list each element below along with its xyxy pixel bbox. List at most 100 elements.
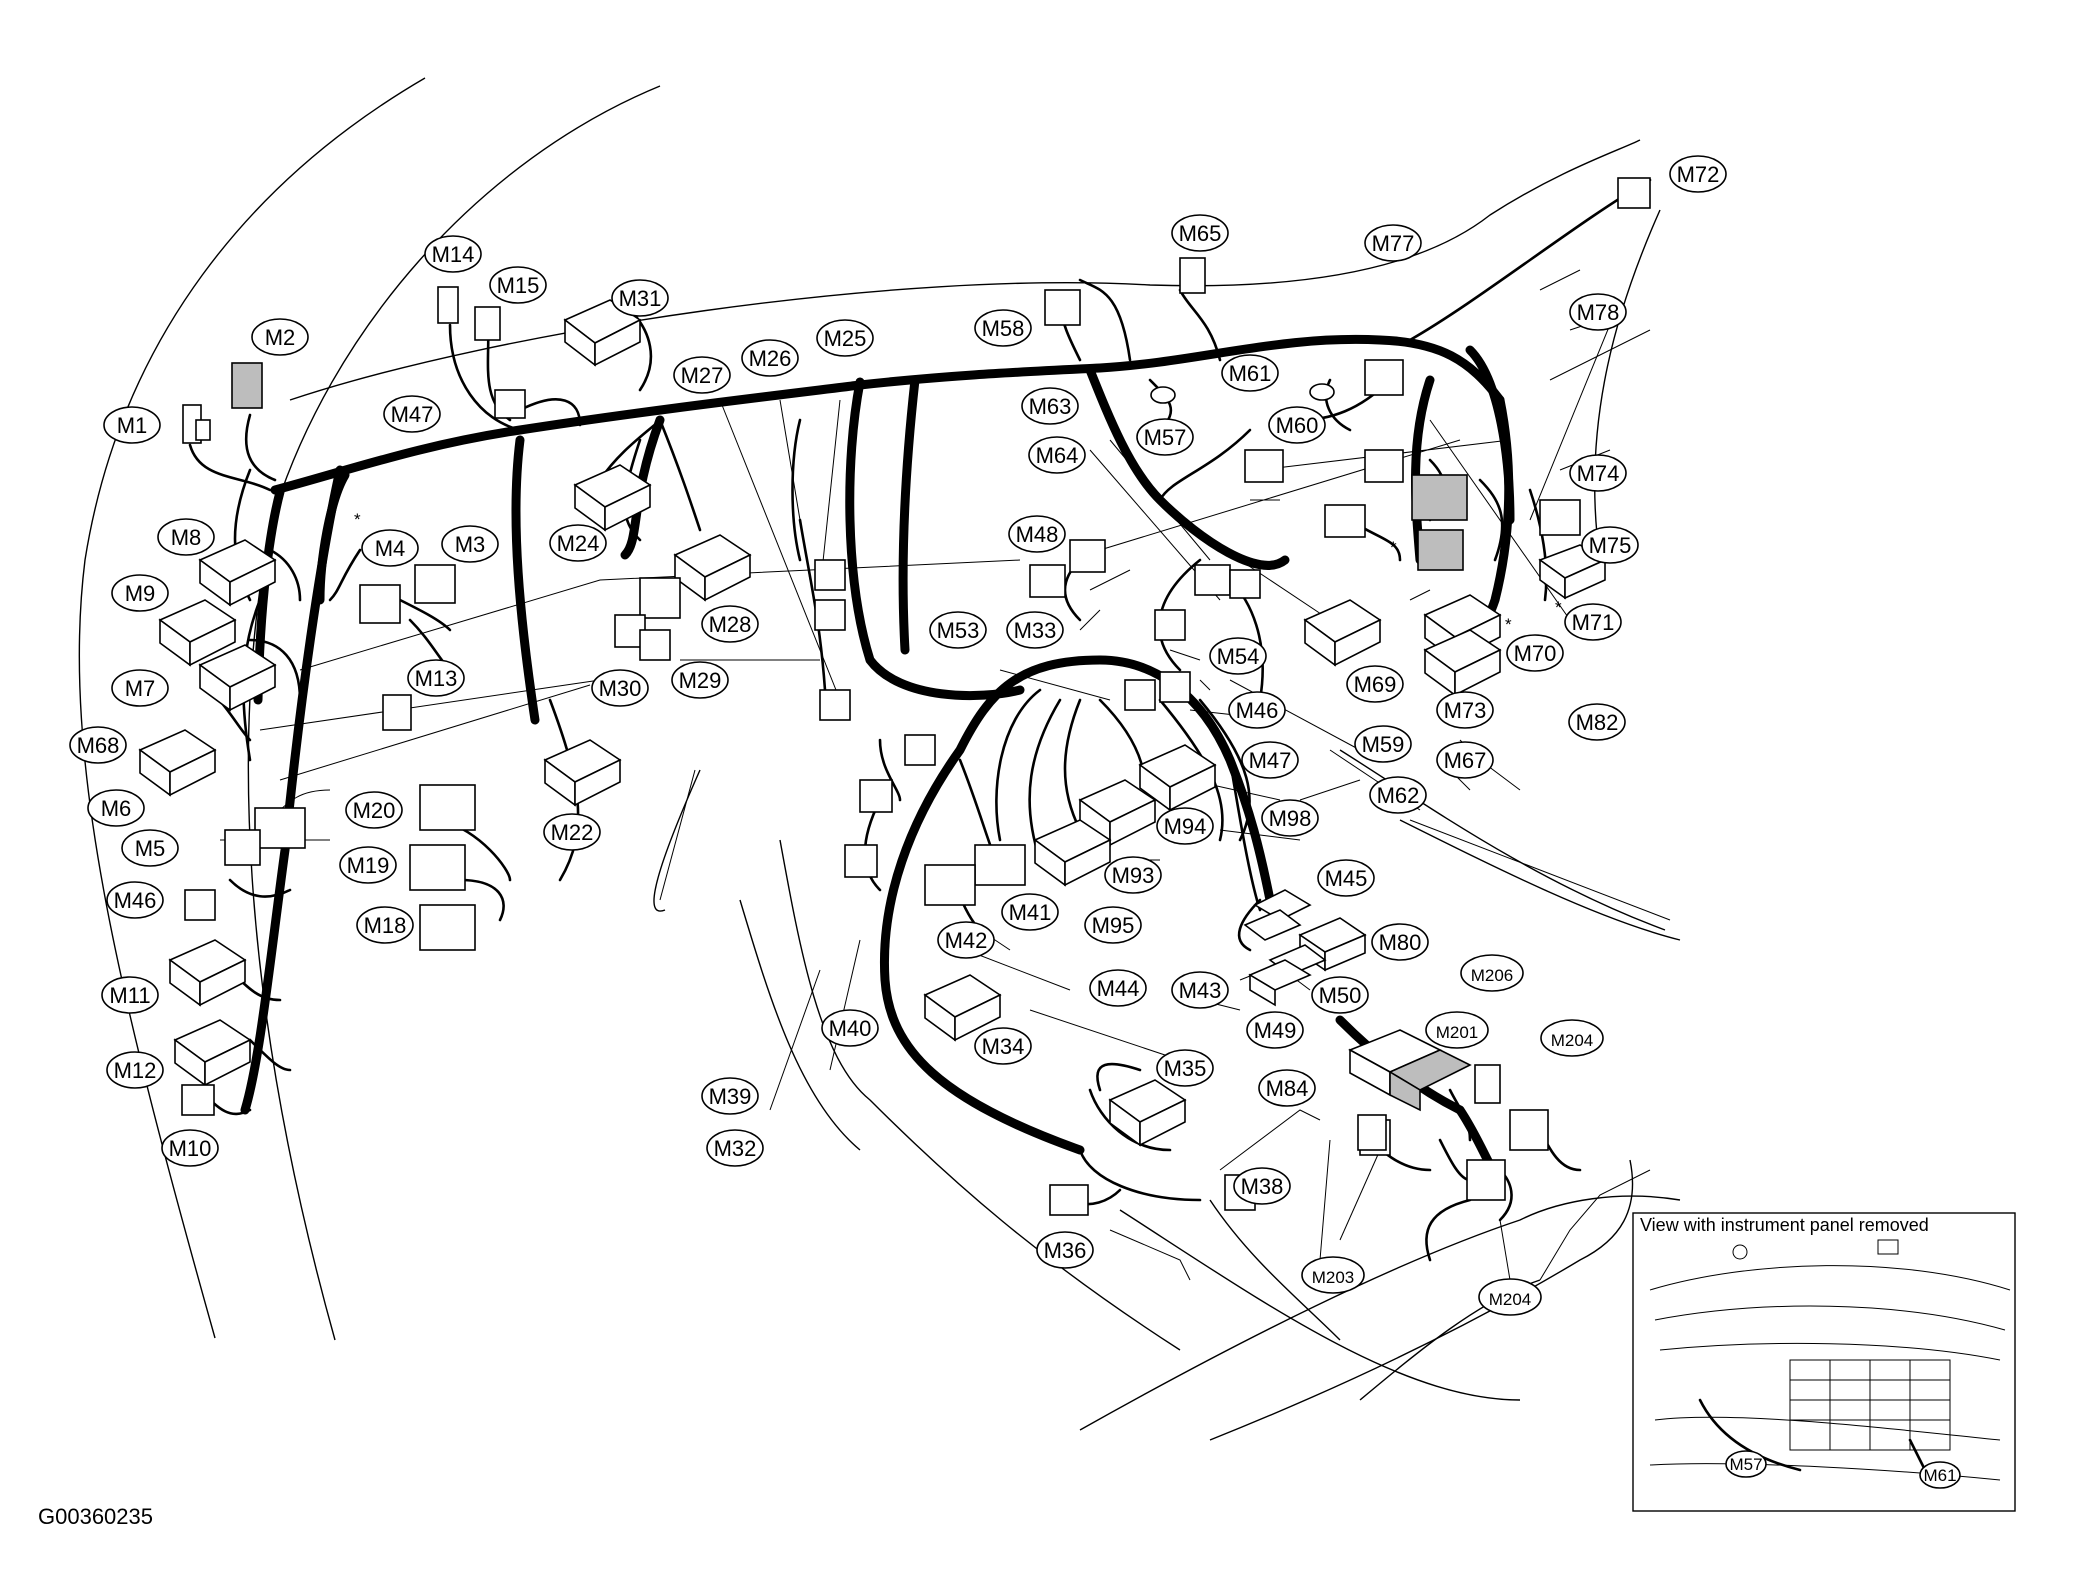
connector-m54 xyxy=(1154,609,1186,641)
connector-label-text: M46 xyxy=(114,888,157,913)
connector-label-text: M57 xyxy=(1144,425,1187,450)
connector-m30 xyxy=(614,614,671,661)
connector-label-text: M26 xyxy=(749,346,792,371)
connector-label-m71: M71 xyxy=(1564,603,1622,641)
connector-m34 xyxy=(923,974,1002,1042)
connector-m65 xyxy=(1179,257,1206,294)
connector-label-text: M204 xyxy=(1489,1290,1532,1309)
connector-label-m10: M10 xyxy=(161,1129,219,1167)
connector-label-m39: M39 xyxy=(701,1077,759,1115)
connector-label-text: M45 xyxy=(1325,866,1368,891)
connector-label-m6: M6 xyxy=(87,789,145,827)
connector-label-text: M98 xyxy=(1269,806,1312,831)
connector-m46-center xyxy=(1124,671,1191,711)
connector-label-m204: M204 xyxy=(1478,1278,1542,1316)
connector-label-m42: M42 xyxy=(937,921,995,959)
connector-m24 xyxy=(573,464,652,532)
connector-label-text: M9 xyxy=(125,581,156,606)
connector-label-text: M70 xyxy=(1514,641,1557,666)
connector-m63 xyxy=(1244,449,1284,483)
connector-label-m22: M22 xyxy=(543,813,601,851)
connector-label-m40: M40 xyxy=(821,1009,879,1047)
connector-label-text: M31 xyxy=(619,286,662,311)
connector-label-text: M203 xyxy=(1312,1268,1355,1287)
connector-m68 xyxy=(138,729,217,797)
connector-m70 xyxy=(1417,529,1464,571)
connector-m35 xyxy=(1108,1079,1187,1147)
connector-label-m27: M27 xyxy=(673,356,731,394)
connector-label-m14: M14 xyxy=(424,235,482,273)
connector-label-m58: M58 xyxy=(974,309,1032,347)
connector-label-text: M74 xyxy=(1577,461,1620,486)
connector-label-text: M35 xyxy=(1164,1056,1207,1081)
connector-label-text: M50 xyxy=(1319,983,1362,1008)
connector-label-text: M24 xyxy=(557,531,600,556)
connector-label-m46: M46 xyxy=(1228,691,1286,729)
connector-label-text: M93 xyxy=(1112,863,1155,888)
connector-label-text: M34 xyxy=(982,1034,1025,1059)
connector-label-m98: M98 xyxy=(1261,799,1319,837)
connector-m78 xyxy=(1364,449,1404,483)
connector-label-m5: M5 xyxy=(121,829,179,867)
connector-label-m18: M18 xyxy=(356,906,414,944)
connector-m69 xyxy=(1303,599,1382,667)
connector-label-m75: M75 xyxy=(1581,526,1639,564)
connector-label-text: M204 xyxy=(1551,1031,1594,1050)
connector-m74 xyxy=(1539,499,1581,536)
connector-label-m30: M30 xyxy=(591,669,649,707)
connector-label-m20: M20 xyxy=(345,791,403,829)
connector-label-text: M78 xyxy=(1577,300,1620,325)
connector-label-m62: M62 xyxy=(1369,776,1427,814)
vehicle-outline xyxy=(78,77,1681,1441)
connector-m11 xyxy=(168,939,247,1007)
connector-label-text: M82 xyxy=(1576,710,1619,735)
connector-label-text: M54 xyxy=(1217,644,1260,669)
connector-label-m72: M72 xyxy=(1669,155,1727,193)
connector-label-text: M64 xyxy=(1036,443,1079,468)
connector-label-m25: M25 xyxy=(816,319,874,357)
connector-label-m53: M53 xyxy=(929,611,987,649)
connector-m67 xyxy=(1324,504,1366,538)
connector-m2 xyxy=(231,362,263,409)
connector-label-m65: M65 xyxy=(1171,214,1229,252)
connector-label-m69: M69 xyxy=(1346,665,1404,703)
connector-label-text: M63 xyxy=(1029,394,1072,419)
connector-label-m32: M32 xyxy=(706,1129,764,1167)
connector-label-text: M201 xyxy=(1436,1023,1479,1042)
connector-label-text: M1 xyxy=(117,413,148,438)
connector-m48 xyxy=(1069,539,1106,573)
connector-label-text: M8 xyxy=(171,525,202,550)
connector-m60-ring xyxy=(1309,383,1335,401)
connector-m40 xyxy=(844,844,878,878)
connector-m12 xyxy=(173,1019,252,1087)
connector-m46-left xyxy=(184,889,216,921)
connector-label-m84: M84 xyxy=(1258,1069,1316,1107)
connector-label-text: M44 xyxy=(1097,976,1140,1001)
connector-m5 xyxy=(224,829,261,866)
connector-label-m64: M64 xyxy=(1028,436,1086,474)
connector-m26 xyxy=(814,559,846,591)
connector-label-text: M62 xyxy=(1377,783,1420,808)
inset-label-m61: M61 xyxy=(1919,1461,1961,1489)
connector-label-m29: M29 xyxy=(671,661,729,699)
connector-label-m73: M73 xyxy=(1436,691,1494,729)
connector-label-text: M30 xyxy=(599,676,642,701)
connector-label-text: M47 xyxy=(1249,748,1292,773)
connector-m39 xyxy=(859,779,893,813)
connector-label-m61: M61 xyxy=(1221,354,1279,392)
connector-m28 xyxy=(673,534,752,602)
connector-m32 xyxy=(904,734,936,766)
connector-label-m9: M9 xyxy=(111,574,169,612)
connector-label-m94: M94 xyxy=(1156,807,1214,845)
connector-label-text: M2 xyxy=(265,325,296,350)
connector-label-m2: M2 xyxy=(251,318,309,356)
connector-label-m201: M201 xyxy=(1425,1011,1489,1049)
connector-label-text: M67 xyxy=(1444,748,1487,773)
connector-m27 xyxy=(819,689,851,721)
inset-label-m57: M57 xyxy=(1725,1450,1767,1478)
connector-label-m38: M38 xyxy=(1233,1167,1291,1205)
connector-m59 xyxy=(1194,564,1261,599)
connector-label-m93: M93 xyxy=(1104,856,1162,894)
